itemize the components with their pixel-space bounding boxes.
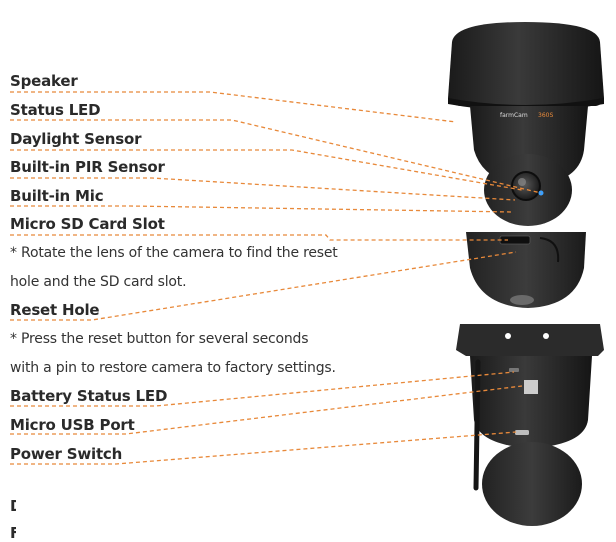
label-battery-led: Battery Status LED — [10, 387, 168, 405]
cable — [539, 237, 560, 263]
mount-plate — [456, 324, 604, 356]
reset-hole-area — [510, 295, 534, 305]
leader-battery-led — [10, 371, 515, 407]
lens-glint — [518, 178, 526, 186]
label-speaker: Speaker — [10, 72, 78, 90]
label-reset-hole: Reset Hole — [10, 301, 100, 319]
camera-hood — [448, 22, 604, 106]
leader-reset-hole — [10, 251, 517, 321]
truncated-text-2: F — [10, 524, 16, 542]
label-pir-sensor: Built-in PIR Sensor — [10, 158, 165, 176]
label-status-led: Status LED — [10, 101, 101, 119]
sd-card-slot — [499, 235, 531, 245]
sd-note-line1: * Rotate the lens of the camera to find … — [10, 245, 338, 261]
leader-status-led — [10, 119, 542, 194]
reset-note-line1: * Press the reset button for several sec… — [10, 331, 309, 347]
label-mic: Built-in Mic — [10, 187, 104, 205]
camera-front-view: farmCam 360S — [448, 22, 604, 226]
antenna — [473, 359, 481, 491]
leader-power-switch — [10, 431, 517, 465]
mount-screw-right — [543, 333, 549, 339]
leader-pir-sensor — [10, 177, 516, 201]
leader-daylight-sensor — [10, 149, 523, 191]
mount-screw-left — [505, 333, 511, 339]
leader-speaker — [10, 91, 457, 123]
brand-logo: farmCam — [500, 112, 528, 119]
camera-rotated-body — [466, 232, 586, 308]
label-usb-port: Micro USB Port — [10, 416, 135, 434]
camera-rotated-view — [466, 232, 586, 308]
camera-rear-view — [456, 324, 604, 526]
leader-sd-slot — [10, 234, 508, 241]
micro-usb-port — [515, 430, 529, 435]
truncated-text-1: D — [10, 497, 16, 515]
camera-rear-body — [470, 356, 592, 446]
sd-note-line2: hole and the SD card slot. — [10, 274, 187, 290]
leader-mic — [10, 205, 514, 213]
camera-lens — [511, 171, 541, 201]
qr-label — [524, 380, 538, 394]
reset-note-line2: with a pin to restore camera to factory … — [10, 360, 336, 376]
label-daylight-sensor: Daylight Sensor — [10, 130, 142, 148]
battery-led-indicator — [509, 368, 519, 372]
label-sd-slot: Micro SD Card Slot — [10, 215, 165, 233]
label-power-switch: Power Switch — [10, 445, 123, 463]
brand-model: 360S — [538, 112, 553, 119]
camera-rear-dome — [482, 442, 582, 526]
leader-usb-port — [10, 385, 523, 435]
leader-lines — [10, 91, 542, 465]
